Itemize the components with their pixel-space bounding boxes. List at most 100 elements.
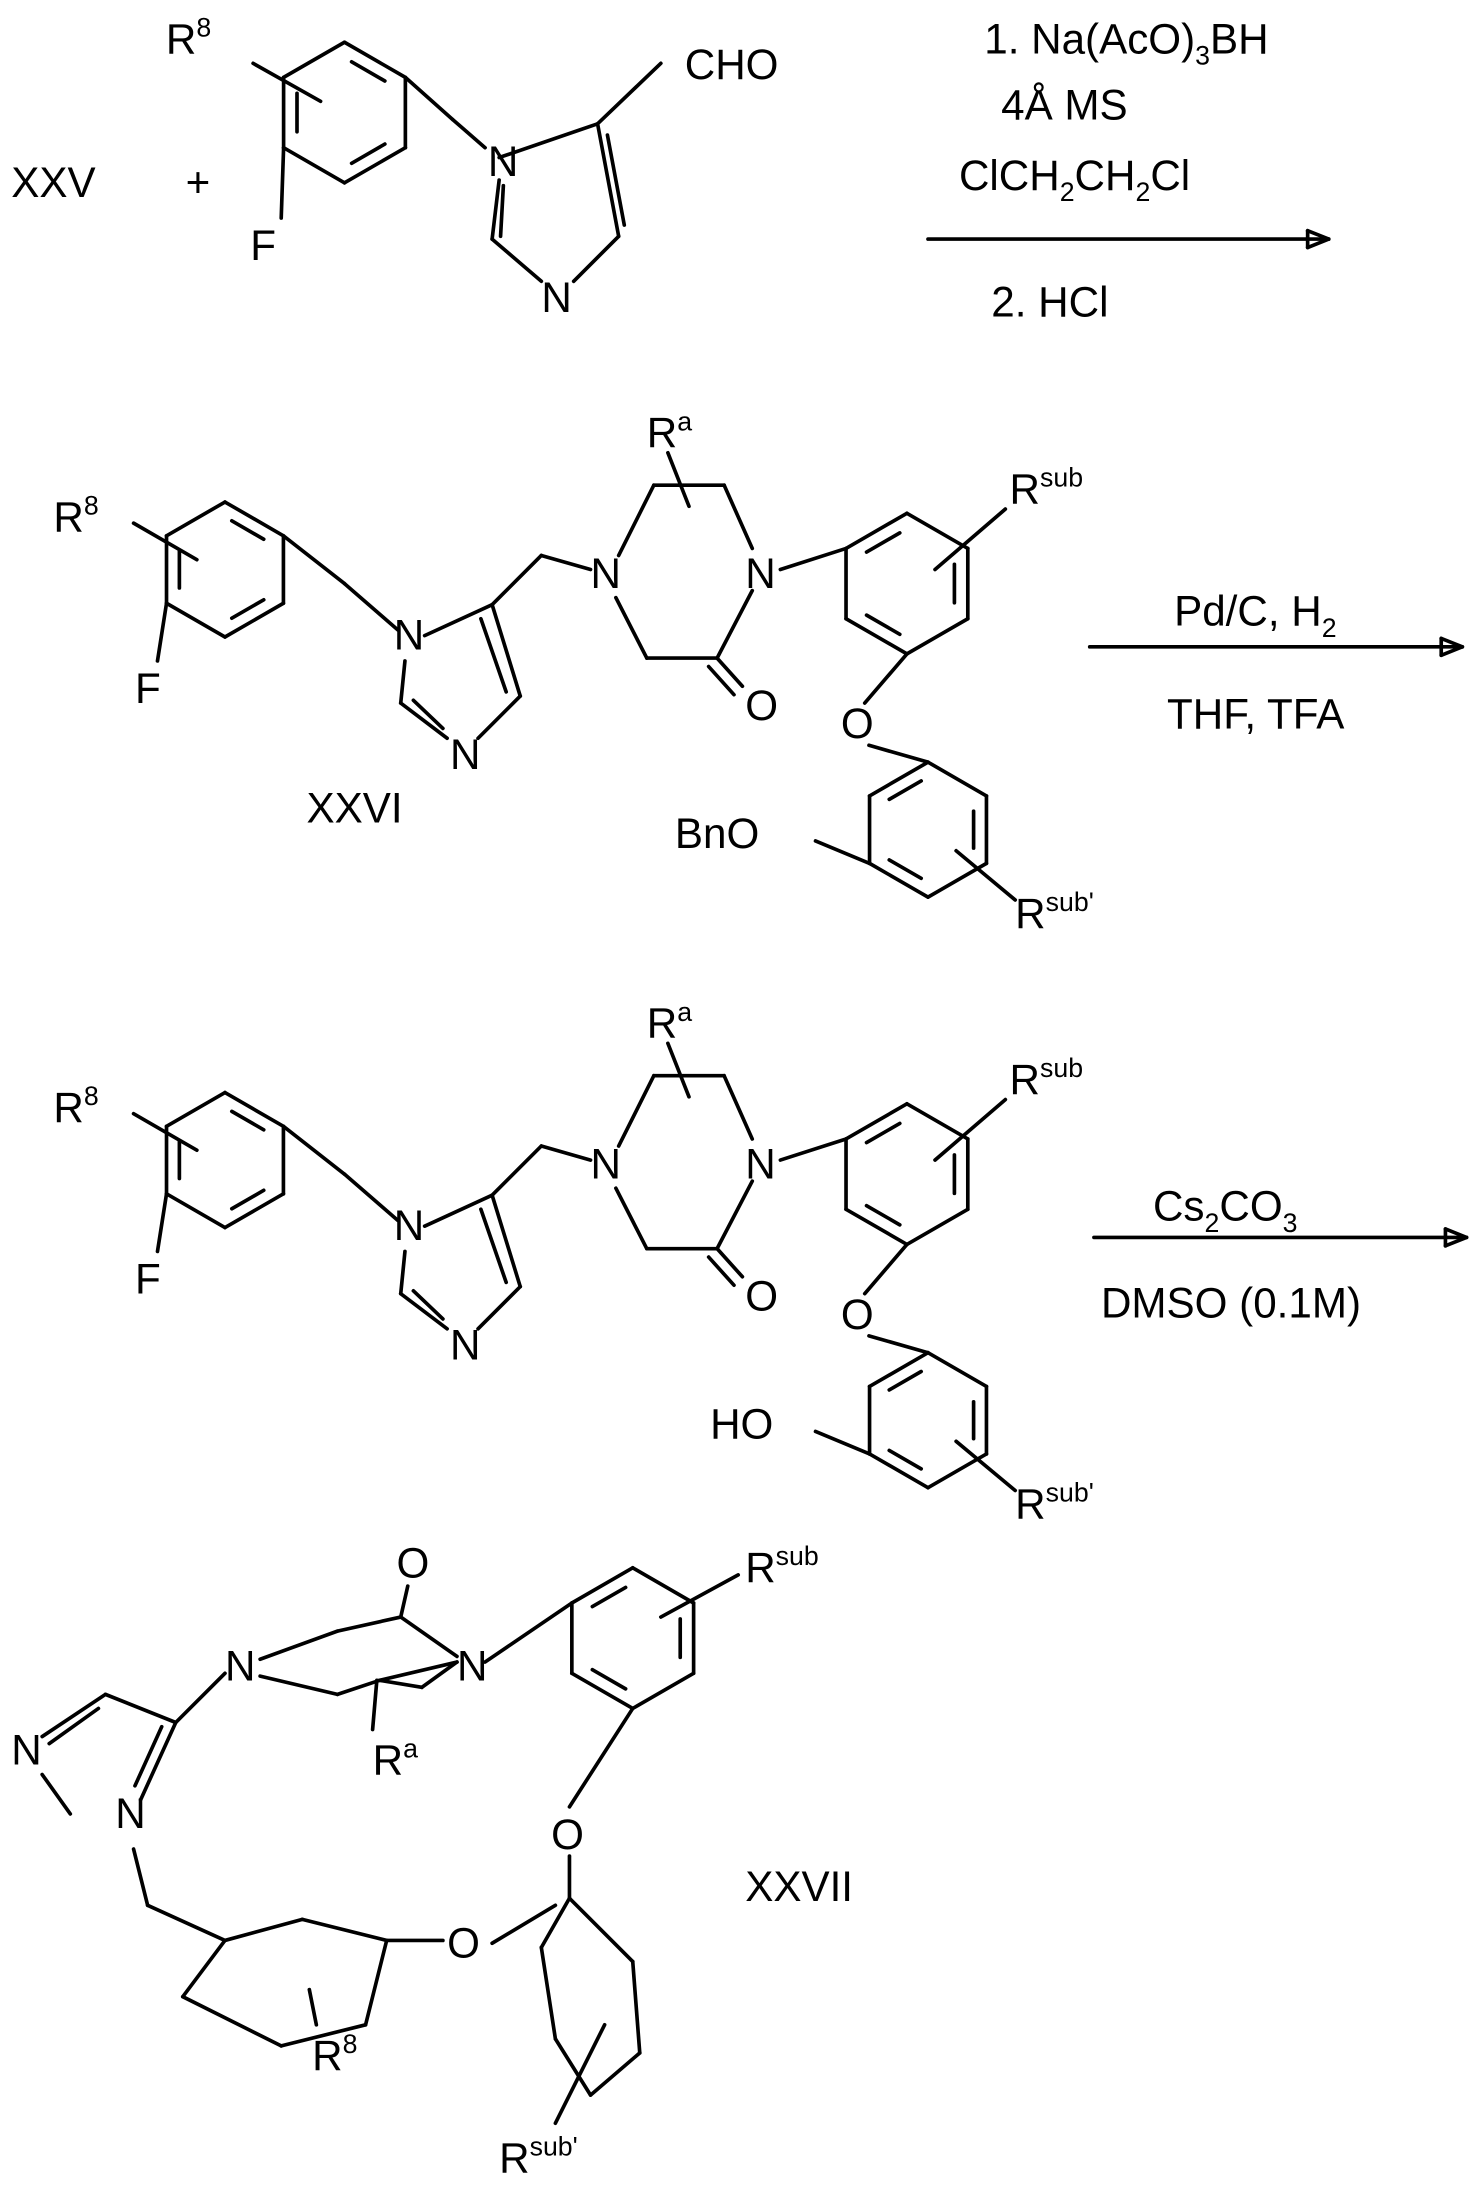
- hydroxy-intermediate-piperazinone: [614, 1186, 649, 1251]
- aldehyde-label: CHO: [685, 41, 779, 88]
- hydroxy-intermediate-ra-bond: [666, 1041, 691, 1099]
- lactam-o: O: [397, 1540, 430, 1587]
- xxvi-ra-bond: [666, 450, 691, 509]
- hydroxy-intermediate-fluoro-bond: [155, 1191, 169, 1254]
- svg-text:4Å MS: 4Å MS: [1001, 82, 1128, 129]
- fluorobenzyl-ring: [281, 145, 347, 185]
- xxvi-rsubp-bond: [954, 848, 1018, 902]
- xxvi-phenol-ring: [926, 760, 989, 798]
- imidazole: [571, 234, 621, 284]
- ether-bond: [490, 1903, 558, 1946]
- hydroxy-intermediate-phenol-ring: [926, 1350, 989, 1389]
- wedge-bond: [377, 1678, 424, 1690]
- hydroxy-intermediate-imidazole: [490, 1193, 523, 1289]
- xxvi-piperazinone-n1: N: [745, 550, 775, 597]
- xxvi-imidazole: [479, 616, 509, 694]
- fluoro-label: F: [250, 222, 276, 269]
- macro-imidazole-n3: N: [11, 1727, 41, 1774]
- benzyloxy-label: BnO: [675, 810, 759, 857]
- xxvi-phenol-ring: [887, 779, 923, 802]
- xxvi-ch2-bond: [539, 553, 593, 572]
- bond-lines: [40, 40, 1469, 2126]
- xxvi-fluorobenzyl-ring: [229, 518, 266, 542]
- hydroxy-intermediate-carbonyl-o: O: [745, 1273, 778, 1320]
- xxvi-fluorobenzyl-ring: [229, 597, 266, 621]
- arrowhead-3: [1443, 1227, 1469, 1240]
- hydroxy-intermediate-imidazole: [411, 1289, 445, 1321]
- xxvi-ch2-bond: [281, 533, 347, 586]
- macro-phenoxy-ring: [539, 1945, 558, 2041]
- svg-text:1. Na(AcO)3BH: 1. Na(AcO)3BH: [984, 15, 1268, 70]
- hydroxy-intermediate-fluorobenzyl-ring: [223, 1090, 286, 1129]
- hydroxyl-label: HO: [710, 1400, 773, 1447]
- macro-aryl-ring: [570, 1566, 635, 1605]
- hydroxy-intermediate-ra-label: Ra: [647, 997, 692, 1047]
- macro-ether-o1: O: [551, 1811, 584, 1858]
- carbonyl: [398, 1584, 410, 1619]
- ra-bond: [370, 1678, 379, 1732]
- xxvi-fluorobenzyl-ring: [164, 500, 227, 538]
- svg-text:2. HCl: 2. HCl: [991, 278, 1108, 325]
- hydroxy-intermediate-n-aryl-bond: [778, 1137, 848, 1162]
- r8-bond: [307, 1987, 319, 2027]
- imidazole-n3: N: [541, 274, 571, 321]
- arrowhead-1: [1305, 228, 1331, 241]
- xxvi-imidazole: [490, 602, 523, 698]
- macro-aryl-ring: [590, 1667, 628, 1691]
- hydroxy-intermediate-fluorobenzyl-ring: [223, 1191, 286, 1230]
- macro-benzyl-ring: [180, 1994, 284, 2048]
- hydroxy-intermediate-fluorobenzyl-ring: [229, 1188, 266, 1211]
- macro-r8-label: R8: [312, 2029, 357, 2079]
- xxvi-fluoro-label: F: [135, 665, 161, 712]
- macro-aryl-ring: [570, 1671, 635, 1711]
- hydroxy-intermediate-ether-o: O: [841, 1291, 874, 1338]
- imidazole: [605, 133, 627, 227]
- hydroxy-intermediate-aryl-ring: [864, 1203, 902, 1227]
- hydroxy-intermediate-fluorobenzyl-ring: [229, 1109, 266, 1132]
- hydroxy-intermediate-r8-label: R8: [53, 1081, 98, 1131]
- xxvi-piperazinone: [616, 483, 656, 558]
- svg-text:ClCH2CH2Cl: ClCH2CH2Cl: [959, 152, 1190, 207]
- xxvi-rsub-label: Rsub: [1010, 463, 1084, 513]
- imidazole: [40, 1772, 73, 1816]
- imidazole: [497, 121, 600, 160]
- fluorobenzyl-ring: [349, 59, 387, 83]
- xxvi-carbonyl-o: O: [745, 682, 778, 729]
- xxvi-ra-label: Ra: [647, 406, 692, 456]
- hydroxy-intermediate-piperazinone-n1: N: [745, 1140, 775, 1187]
- hydroxy-intermediate-imidazole: [398, 1291, 449, 1331]
- imidazole: [595, 121, 621, 239]
- step1-conditions: 1. Na(AcO)3BH 4Å MS ClCH2CH2Cl 2. HCl: [959, 15, 1269, 325]
- hydroxy-intermediate-aryl-ring: [905, 1101, 970, 1141]
- hydroxy-intermediate-phenol-ring: [867, 1350, 930, 1389]
- hydroxy-intermediate-rsub-bond: [933, 1097, 1008, 1162]
- hydroxy-intermediate-fluoro-label: F: [135, 1256, 161, 1303]
- xxvi-aryl-ring: [905, 511, 970, 551]
- xxvi-rsubp-label: Rsub': [1015, 887, 1094, 937]
- hydroxy-intermediate-piperazinone: [722, 1073, 755, 1141]
- xxvi-r8-bond: [131, 521, 199, 562]
- rsubp-bond: [553, 2022, 607, 2126]
- xxvi-carbonyl: [715, 656, 745, 689]
- ch2-bond: [131, 1847, 150, 1908]
- hydroxy-intermediate-piperazinone-n4: N: [591, 1140, 621, 1187]
- fluorobenzyl-ring: [349, 142, 387, 166]
- hydroxy-intermediate-aryl-ring: [905, 1207, 970, 1247]
- hydroxy-intermediate-ch2-bond: [281, 1124, 347, 1176]
- imidazole: [490, 178, 501, 241]
- macro-phenoxy-ring: [588, 2051, 642, 2097]
- xxvi-ether-o: O: [841, 700, 874, 747]
- xxvi-aryl-ring: [844, 511, 909, 551]
- hydroxy-intermediate-imidazole: [398, 1249, 407, 1296]
- hydroxy-intermediate-aryl-ring: [844, 1207, 909, 1247]
- wedge-bond: [377, 1660, 459, 1683]
- xxvi-fluorobenzyl-ring: [164, 601, 227, 639]
- xxvi-imidazole: [398, 659, 407, 705]
- piperazinone: [398, 1615, 459, 1659]
- fluorobenzyl-ring: [342, 145, 408, 185]
- xxvi-imidazole-n3: N: [450, 731, 480, 778]
- arrowhead-2: [1439, 636, 1465, 649]
- xxvi-rsub-bond: [933, 507, 1008, 572]
- svg-text:Pd/C, H2: Pd/C, H2: [1174, 588, 1337, 643]
- piperazinone: [335, 1678, 382, 1697]
